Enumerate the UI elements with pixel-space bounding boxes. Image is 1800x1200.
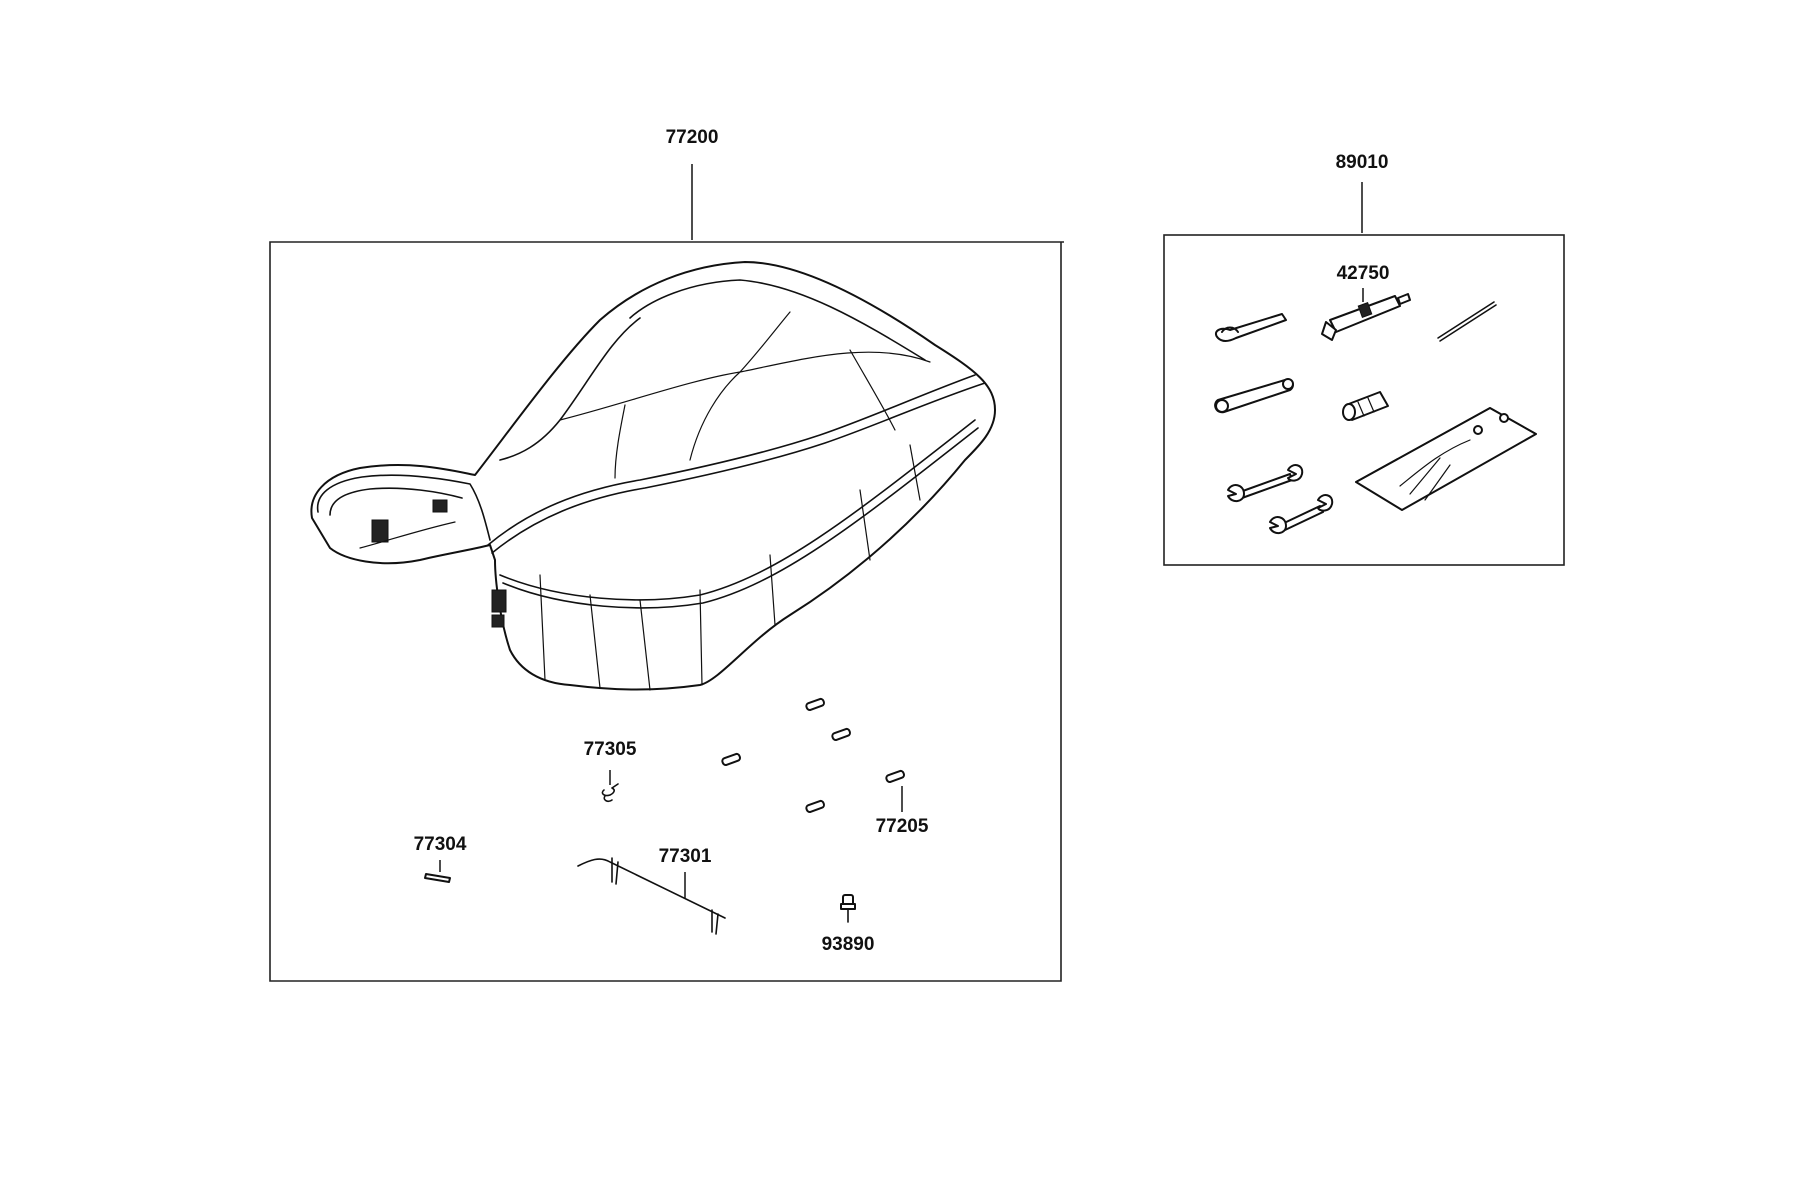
open-wrench-2[interactable] xyxy=(1269,494,1334,534)
seat-lower-piping xyxy=(499,419,976,601)
rod-tool[interactable] xyxy=(1437,301,1497,342)
box-wrench-tool[interactable] xyxy=(1214,378,1294,414)
seat-seam-2 xyxy=(689,371,741,461)
clip-3 xyxy=(721,752,741,766)
seat-side-seam-3 xyxy=(639,599,651,691)
tool-42750-label[interactable]: 42750 xyxy=(1337,263,1390,284)
seat-seam-4 xyxy=(614,404,626,479)
seat-side-seam-4 xyxy=(699,589,703,686)
seat-side-seam-1 xyxy=(539,574,546,681)
seat-group-frame xyxy=(269,241,1064,982)
seat-hump-line xyxy=(629,279,926,361)
part-93890-label[interactable]: 93890 xyxy=(822,934,875,955)
seat-front-inner xyxy=(329,487,463,516)
tool-kit-label[interactable]: 89010 xyxy=(1336,152,1389,173)
clip-5 xyxy=(805,799,825,813)
seat-assembly-label[interactable]: 77200 xyxy=(666,127,719,148)
seat-side-seam-7 xyxy=(909,444,921,501)
part-77205-label[interactable]: 77205 xyxy=(876,816,929,837)
tool-kit-group: 89010 42750 xyxy=(1163,152,1565,566)
seat-top-piping-2 xyxy=(491,382,986,554)
spring-77305[interactable] xyxy=(601,783,619,803)
part-77301-label[interactable]: 77301 xyxy=(659,846,712,867)
wire-rod-77301[interactable] xyxy=(577,857,726,935)
bolt-93890[interactable] xyxy=(840,894,856,923)
open-wrench-1[interactable] xyxy=(1227,464,1304,502)
seat-lower-piping-2 xyxy=(502,427,979,609)
tool-kit-frame xyxy=(1163,234,1565,566)
seat-hinge-2 xyxy=(491,614,505,628)
seat-hump-curve xyxy=(499,317,641,461)
tool-bag[interactable] xyxy=(1355,407,1537,511)
seat-hinge-1 xyxy=(491,589,507,613)
seat-latch-2 xyxy=(432,499,448,513)
seat-underside-line xyxy=(359,521,456,549)
seat-side-seam-6 xyxy=(859,489,871,561)
seat-front-lip xyxy=(316,474,491,541)
seat-top-piping xyxy=(487,374,976,546)
seat-seam-3 xyxy=(739,311,791,373)
screwdriver-tool[interactable] xyxy=(1321,293,1411,341)
part-77304[interactable] xyxy=(424,873,451,883)
seat-seam-5 xyxy=(849,349,896,431)
part-77305-label[interactable]: 77305 xyxy=(584,739,637,760)
socket-tool[interactable] xyxy=(1342,391,1389,421)
part-77304-label[interactable]: 77304 xyxy=(414,834,467,855)
clip-1 xyxy=(805,697,825,711)
seat-assembly-group: 77200 xyxy=(269,127,1064,982)
seat-drawing[interactable] xyxy=(310,261,996,691)
clip-2 xyxy=(831,727,851,741)
clip-4 xyxy=(885,769,905,783)
seat-latch-1 xyxy=(371,519,389,543)
clip-parts[interactable] xyxy=(721,697,905,813)
hook-spanner-tool[interactable] xyxy=(1214,313,1287,342)
seat-side-seam-2 xyxy=(589,594,601,689)
